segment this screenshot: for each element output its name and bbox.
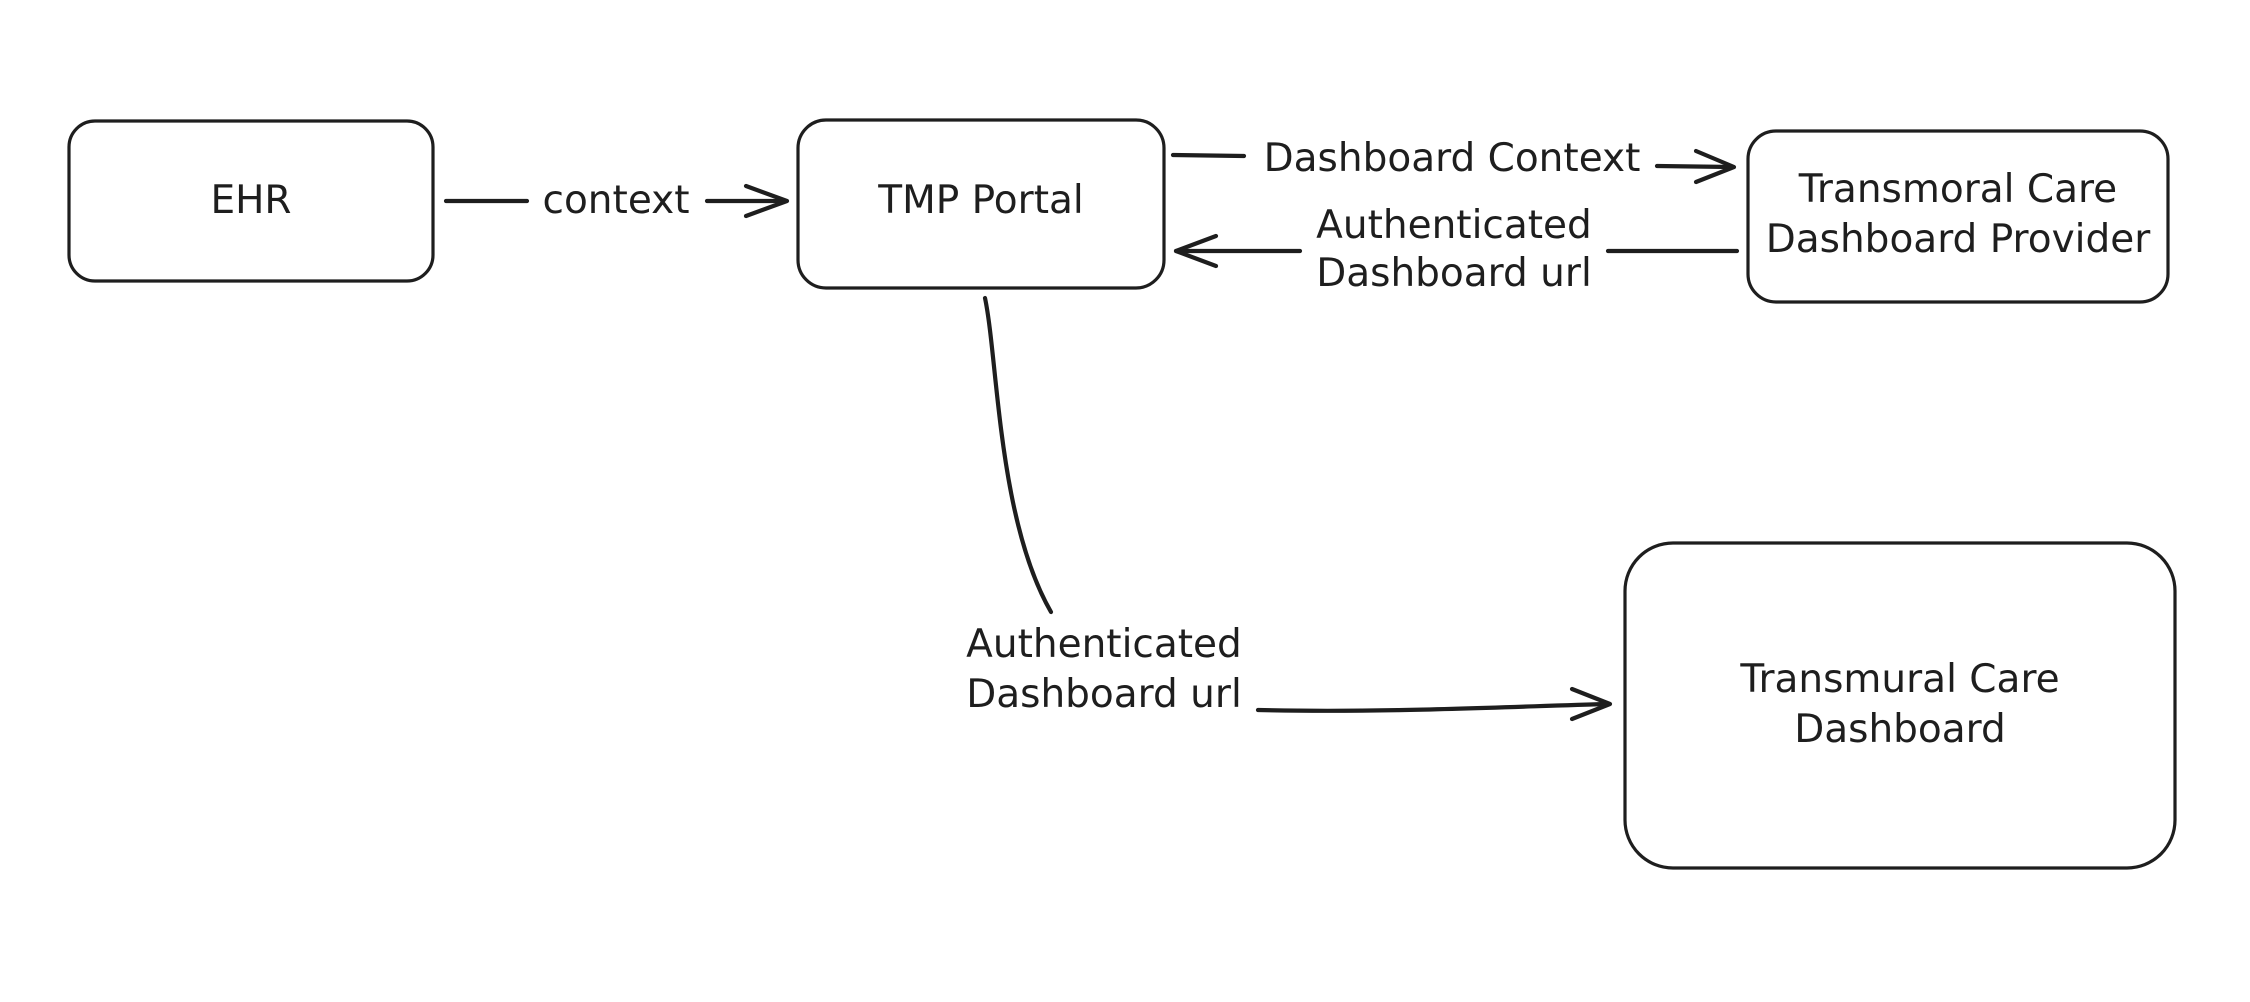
edge-provider-to-portal[interactable]: Authenticated Dashboard url — [1173, 203, 1740, 296]
edge-ehr-to-portal[interactable]: context — [443, 178, 790, 223]
arrowhead-icon — [1569, 686, 1613, 722]
node-ehr[interactable]: EHR — [67, 119, 435, 283]
edge-portal-to-dashboard-line2: Dashboard url — [966, 672, 1242, 717]
node-dashboard-provider-line2: Dashboard Provider — [1766, 217, 2152, 262]
edge-portal-to-provider-label: Dashboard Context — [1264, 136, 1641, 181]
edge-portal-to-provider[interactable]: Dashboard Context — [1170, 136, 1737, 185]
node-ehr-label: EHR — [210, 178, 291, 223]
arrowhead-icon — [1173, 233, 1219, 269]
node-tmp-portal[interactable]: TMP Portal — [796, 118, 1166, 290]
edge-provider-to-portal-line2: Dashboard url — [1316, 251, 1592, 296]
node-tmp-portal-label: TMP Portal — [877, 178, 1083, 223]
node-transmural-dashboard-line2: Dashboard — [1794, 707, 2006, 752]
edge-portal-to-dashboard-line1: Authenticated — [966, 622, 1242, 667]
edge-ehr-to-portal-label: context — [543, 178, 690, 223]
edge-portal-to-provider-line-end — [1654, 163, 1735, 170]
edge-portal-to-dashboard[interactable]: Authenticated Dashboard url — [966, 295, 1613, 722]
arrowhead-icon — [1693, 148, 1737, 185]
node-transmural-dashboard-line1: Transmural Care — [1739, 657, 2059, 702]
node-dashboard-provider-line1: Transmoral Care — [1798, 167, 2117, 212]
edge-provider-to-portal-line1: Authenticated — [1316, 203, 1592, 248]
arrowhead-icon — [743, 183, 790, 219]
edge-portal-to-dashboard-line-end — [1255, 701, 1611, 713]
edge-portal-to-provider-line-start — [1170, 152, 1247, 159]
node-dashboard-provider[interactable]: Transmoral Care Dashboard Provider — [1746, 129, 2170, 304]
edge-portal-to-dashboard-line-start — [982, 295, 1054, 615]
node-transmural-dashboard[interactable]: Transmural Care Dashboard — [1623, 541, 2177, 870]
